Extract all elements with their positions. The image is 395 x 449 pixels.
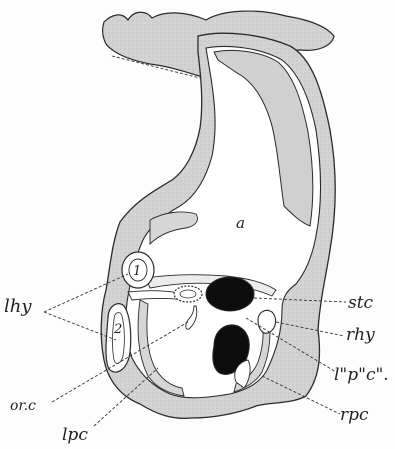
label-structure-1: 1	[133, 264, 141, 279]
structure-2-inner	[113, 313, 125, 364]
ringed-vessel-core	[180, 290, 196, 298]
label-rpc: rpc	[340, 405, 369, 425]
label-lpc: lpc	[62, 425, 88, 445]
structure-rhy	[258, 310, 276, 333]
label-rhy: rhy	[346, 325, 375, 345]
label-orc: or.c	[10, 398, 36, 414]
dark-body-stc	[206, 277, 254, 311]
label-lpc-upper: l"p"c".	[334, 365, 389, 385]
label-lhy: lhy	[4, 296, 32, 317]
label-a: a	[236, 214, 245, 232]
label-stc: stc	[348, 293, 374, 313]
label-structure-2: 2	[113, 322, 122, 337]
